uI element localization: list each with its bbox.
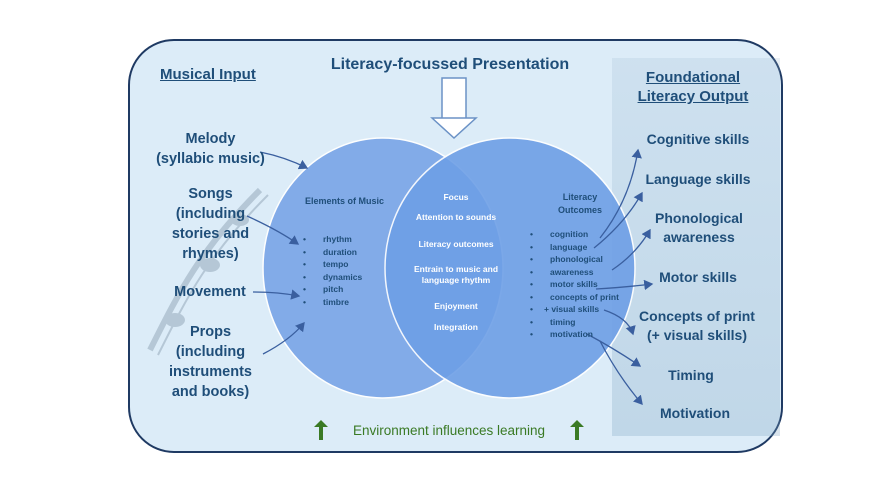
outcome-item-continued: awareness (530, 266, 619, 279)
output-motivation-line-1: Motivation (660, 405, 730, 421)
element-item: rhythm (303, 233, 362, 246)
arrow-props (262, 321, 305, 355)
focus-item-3b: language rhythm (421, 275, 491, 285)
musical-input-heading: Musical Input (160, 66, 256, 83)
output-motor-line-1: Motor skills (659, 269, 737, 285)
up-arrow-icon (570, 420, 584, 440)
diagram-title: Literacy-focussed Presentation (330, 56, 570, 73)
outcome-item: phonological (530, 253, 619, 266)
input-songs-line-3: stories and (171, 226, 250, 242)
output-motivation: Motivation (645, 404, 745, 423)
focus-item-4: Enjoyment (434, 301, 478, 311)
literacy-outcomes-title-line-1: Literacy (562, 192, 598, 202)
element-item: timbre (303, 296, 362, 309)
outcome-item: motivation (530, 328, 619, 341)
input-movement: Movement (160, 282, 260, 302)
output-cognitive-line-1: Cognitive skills (646, 131, 750, 147)
input-melody-line-2: (syllabic music) (156, 151, 265, 167)
element-item: tempo (303, 258, 362, 271)
literacy-outcomes-list: cognition language phonological awarenes… (530, 228, 619, 341)
input-songs: Songs (including stories and rhymes) (153, 184, 268, 264)
elements-of-music-list: rhythm duration tempo dynamics pitch tim… (303, 233, 362, 308)
element-item: pitch (303, 283, 362, 296)
input-props-line-1: Props (189, 324, 232, 340)
arrow-motivation (599, 340, 643, 405)
up-arrow-icon (314, 420, 328, 440)
output-cognitive-skills: Cognitive skills (638, 130, 758, 149)
output-phonological-line-1: Phonological (655, 210, 743, 226)
presentation-arrow-shaft (441, 77, 467, 123)
input-movement-line-1: Movement (174, 284, 246, 300)
input-melody: Melody (syllabic music) (148, 129, 273, 169)
presentation-arrow-head (430, 117, 478, 140)
outcome-item: cognition (530, 228, 619, 241)
element-item: duration (303, 246, 362, 259)
focus-item-1: Attention to sounds (415, 212, 497, 222)
output-phonological-line-2: awareness (663, 229, 735, 245)
element-item: dynamics (303, 271, 362, 284)
outcome-item-continued: + visual skills (530, 303, 619, 316)
output-timing: Timing (650, 366, 732, 385)
literacy-output-heading-line-1: Foundational (645, 69, 741, 86)
literacy-output-heading: Foundational Literacy Output (618, 68, 768, 106)
literacy-outcomes-title-line-2: Outcomes (557, 205, 602, 215)
arrow-movement (252, 289, 301, 300)
output-phonological-awareness: Phonological awareness (643, 209, 755, 247)
output-concepts-of-print: Concepts of print (+ visual skills) (633, 307, 761, 345)
outcome-item: concepts of print (530, 291, 619, 304)
focus-item-3a: Entrain to music and (413, 264, 499, 274)
literacy-outcomes-title: Literacy Outcomes (545, 191, 615, 217)
elements-of-music-title: Elements of Music (305, 196, 385, 206)
output-timing-line-1: Timing (668, 367, 714, 383)
output-language-skills: Language skills (638, 170, 758, 189)
arrow-songs (246, 215, 300, 245)
environment-footer: Environment influences learning (314, 416, 584, 444)
focus-item-5: Integration (434, 322, 478, 332)
outcome-item: timing (530, 316, 619, 329)
output-concepts-line-2: (+ visual skills) (647, 327, 747, 343)
input-melody-line-1: Melody (185, 131, 236, 147)
output-motor-skills: Motor skills (648, 268, 748, 287)
output-language-line-1: Language skills (645, 171, 751, 187)
music-notes-background (147, 187, 269, 356)
input-songs-line-2: (including (175, 206, 246, 222)
input-props-line-3: instruments (169, 364, 252, 380)
input-props-line-2: (including (175, 344, 246, 360)
input-props: Props (including instruments and books) (153, 322, 268, 402)
environment-caption: Environment influences learning (352, 422, 546, 438)
books-background (612, 58, 780, 436)
focus-item-2: Literacy outcomes (418, 239, 494, 249)
input-songs-line-1: Songs (188, 186, 233, 202)
output-concepts-line-1: Concepts of print (639, 308, 755, 324)
input-songs-line-4: rhymes) (182, 246, 239, 262)
arrow-melody (259, 151, 309, 170)
literacy-output-heading-line-2: Literacy Output (637, 88, 749, 105)
outcome-item: language (530, 241, 619, 254)
outcome-item: motor skills (530, 278, 619, 291)
input-props-line-4: and books) (171, 384, 250, 400)
focus-title: Focus (443, 192, 469, 202)
